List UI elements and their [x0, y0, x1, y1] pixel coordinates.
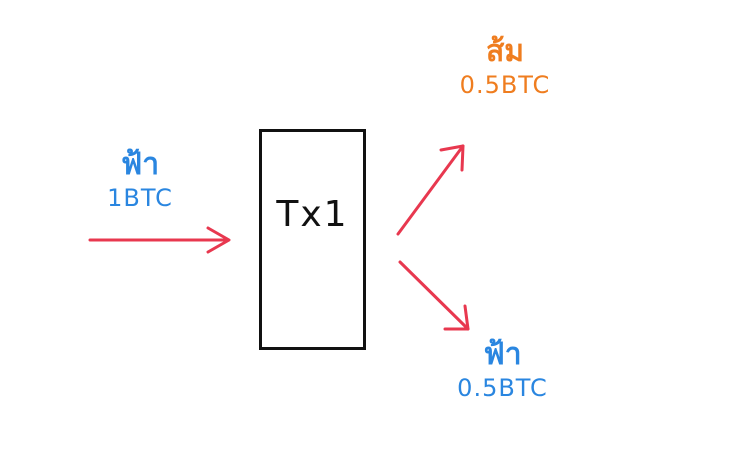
output-top-amount: 0.5BTC [459, 71, 551, 99]
output-arrow-bottom [398, 260, 470, 331]
output-bottom-label: ฟ้า 0.5BTC [445, 337, 560, 402]
output-bottom-amount: 0.5BTC [457, 374, 548, 402]
output-bottom-name: ฟ้า [483, 337, 522, 372]
input-amount: 1BTC [107, 184, 173, 212]
input-arrow [88, 226, 231, 254]
transaction-label: Tx1 [276, 194, 349, 235]
input-name: ฟ้า [120, 147, 160, 182]
output-top-name: ส้ม [485, 34, 525, 69]
input-label: ฟ้า 1BTC [95, 147, 185, 212]
output-top-label: ส้ม 0.5BTC [450, 34, 560, 99]
transaction-box: Tx1 [259, 129, 366, 350]
output-arrow-top [396, 144, 465, 236]
